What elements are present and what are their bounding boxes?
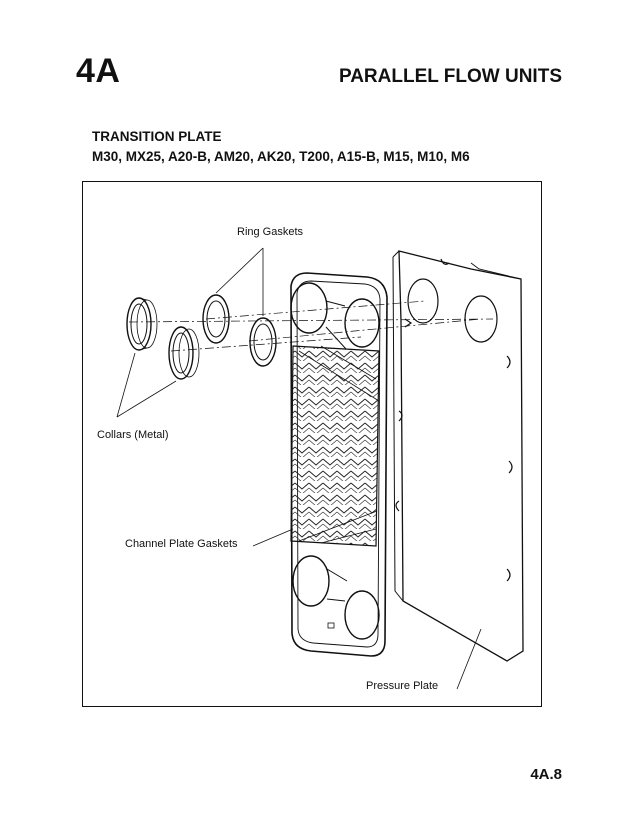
pressure-plate	[392, 250, 524, 662]
leader-lines	[116, 247, 482, 690]
label-channel-plate-gaskets: Channel Plate Gaskets	[125, 538, 238, 550]
alignment-centerlines	[128, 300, 494, 352]
diagram-frame: Ring Gaskets Collars (Metal) Channel Pla…	[82, 181, 542, 707]
collar-upper	[126, 297, 158, 351]
page-number: 4A.8	[530, 766, 562, 783]
transition-plate	[290, 272, 388, 657]
section-title: PARALLEL FLOW UNITS	[338, 66, 562, 87]
section-number: 4A	[76, 52, 121, 90]
plate-models: M30, MX25, A20-B, AM20, AK20, T200, A15-…	[92, 149, 470, 164]
label-pressure-plate: Pressure Plate	[366, 680, 439, 692]
label-collars: Collars (Metal)	[97, 429, 169, 441]
plate-title: TRANSITION PLATE	[92, 129, 222, 144]
ring-gasket-lower	[249, 317, 277, 367]
collar-lower	[168, 326, 200, 380]
plate-heading: TRANSITION PLATE M30, MX25, A20-B, AM20,…	[92, 127, 470, 167]
exploded-assembly-diagram	[116, 247, 524, 690]
label-ring-gaskets: Ring Gaskets	[237, 226, 304, 238]
